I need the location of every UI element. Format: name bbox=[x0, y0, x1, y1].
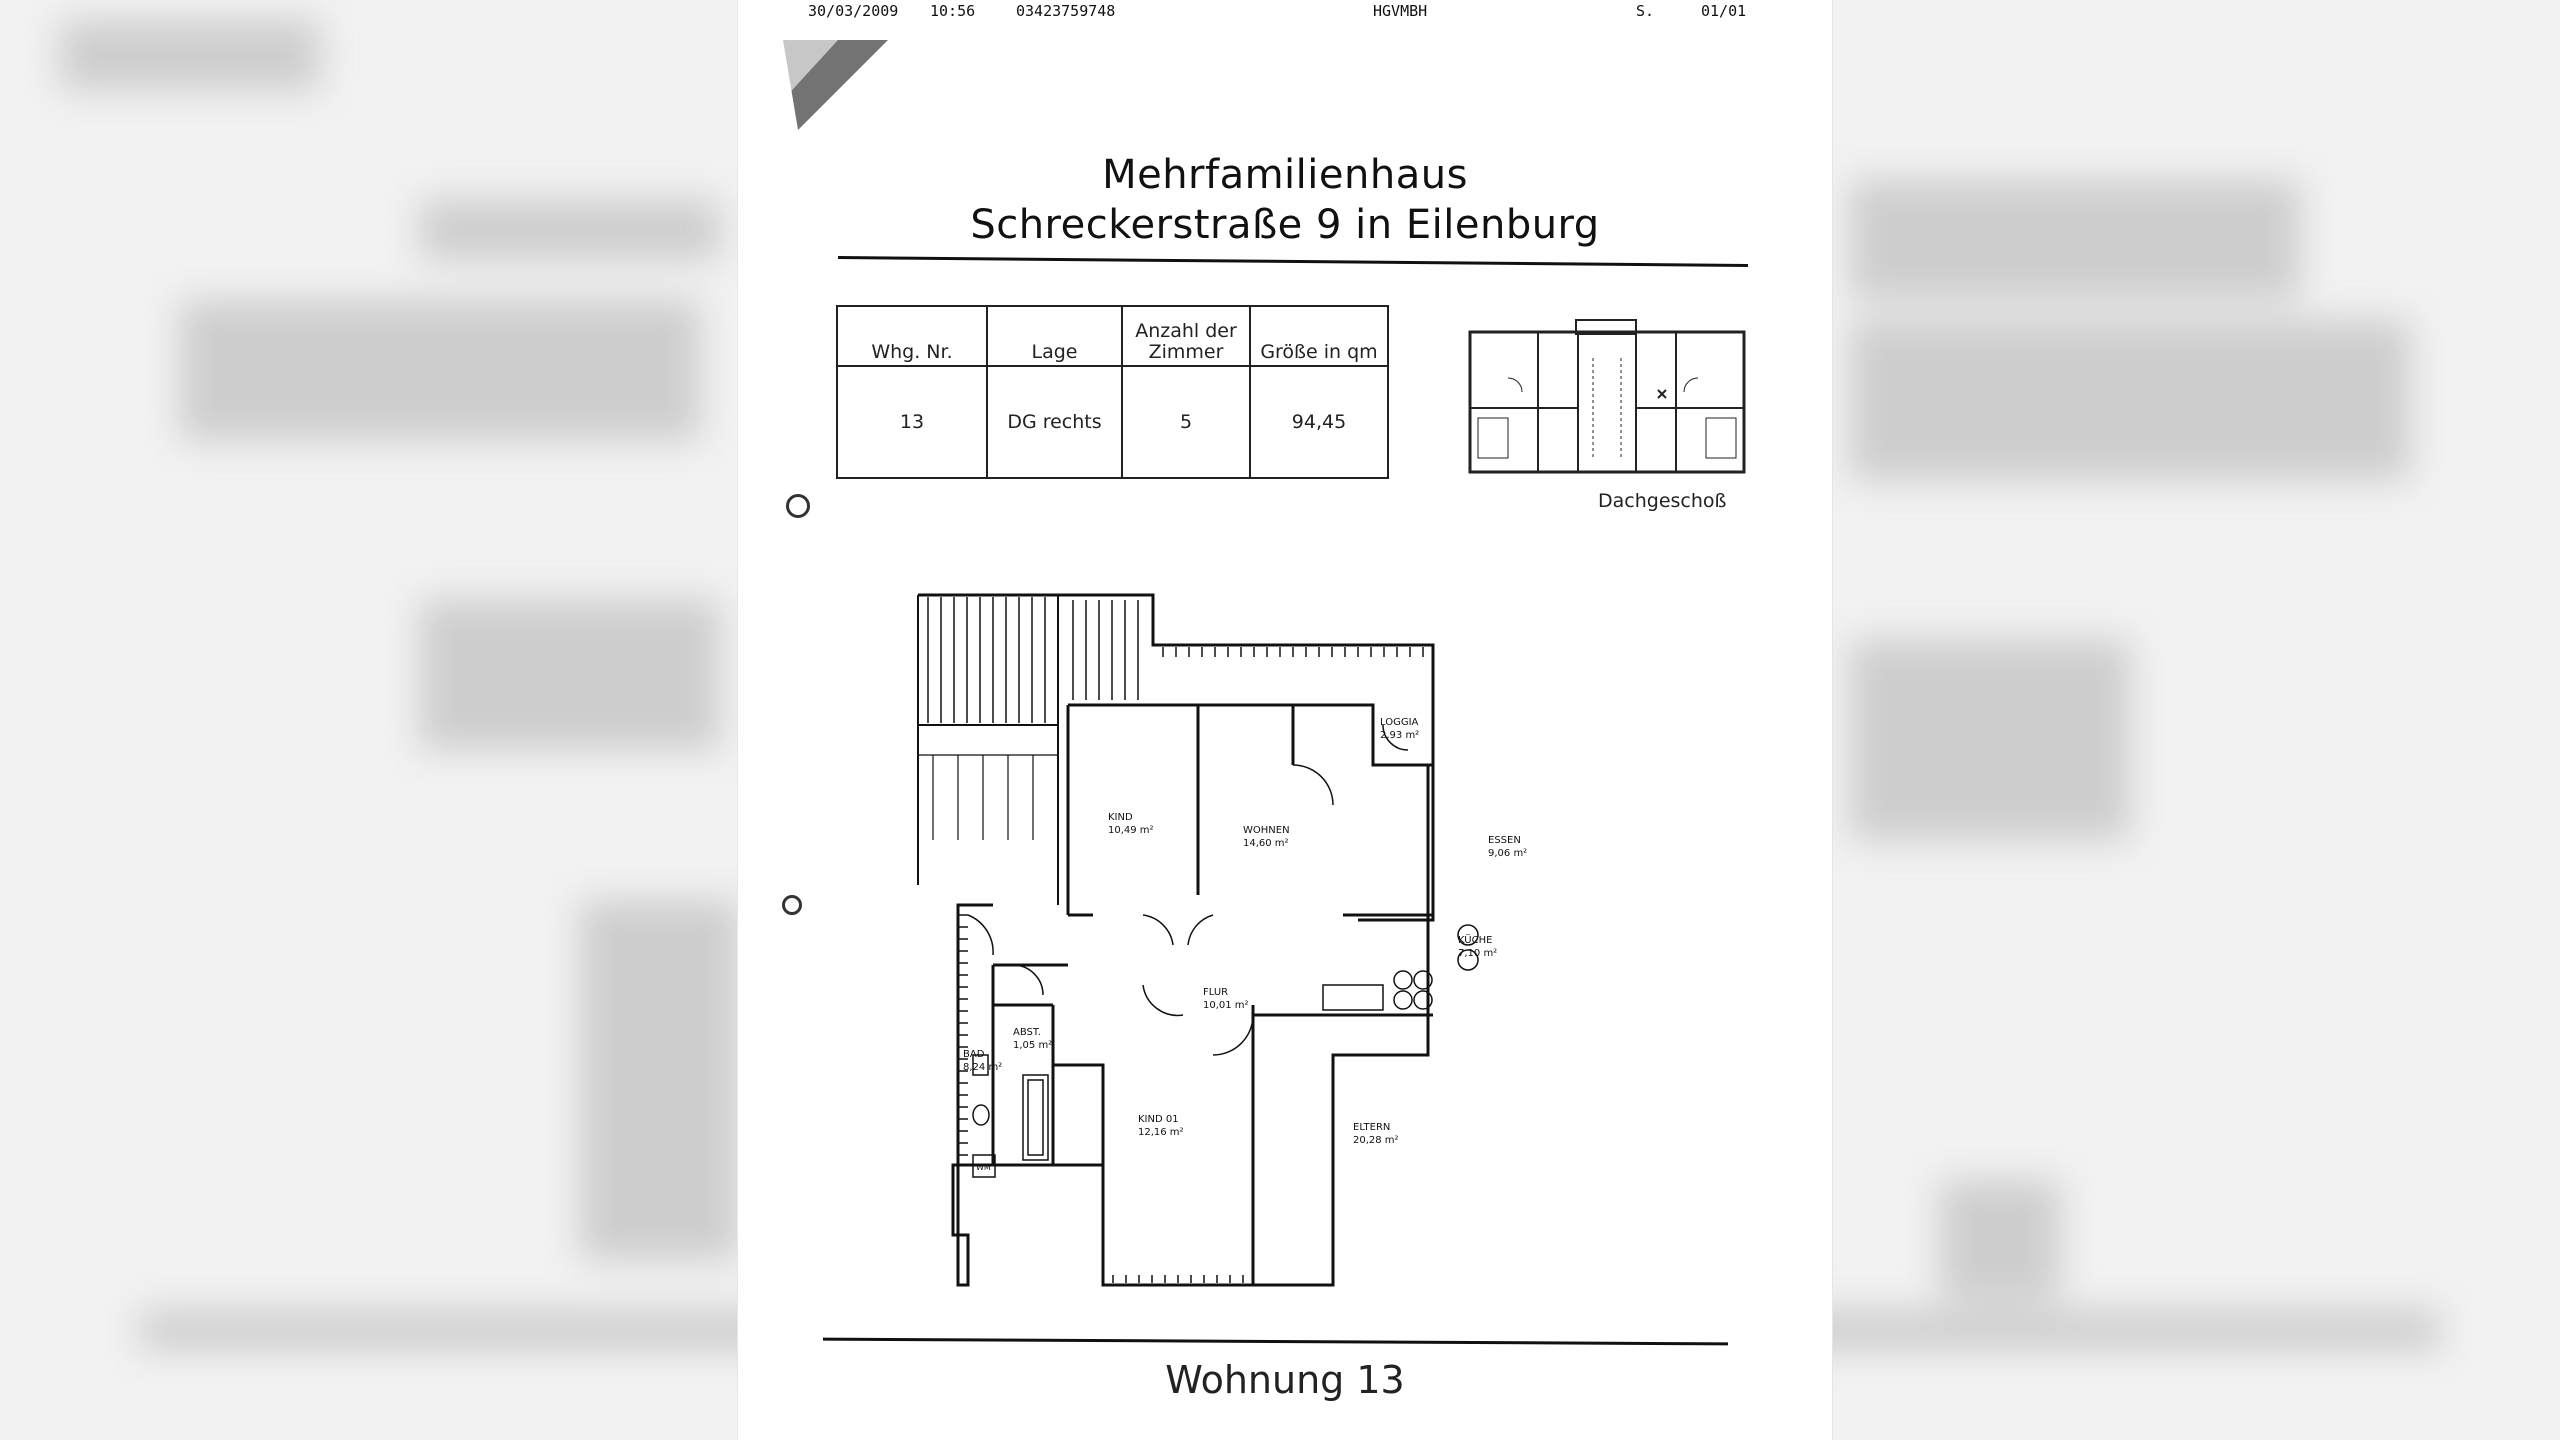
floor-label: Dachgeschoß bbox=[1598, 490, 1727, 512]
header-zimmer: Anzahl der Zimmer bbox=[1121, 305, 1251, 367]
header-lage: Lage bbox=[986, 305, 1123, 367]
fax-time: 10:56 bbox=[930, 2, 976, 20]
title-line-1: Mehrfamilienhaus bbox=[1102, 152, 1468, 198]
fax-page-label: S. bbox=[1636, 2, 1655, 20]
room-name-flur: FLUR bbox=[1203, 987, 1228, 998]
title-line-2: Schreckerstraße 9 in Eilenburg bbox=[970, 202, 1600, 248]
header-groesse: Größe in qm bbox=[1249, 305, 1389, 367]
room-area-flur: 10,01 m² bbox=[1203, 1000, 1249, 1011]
fax-header: 30/03/2009 10:56 03423759748 HGVMBH S. 0… bbox=[808, 2, 1808, 22]
room-area-essen: 9,06 m² bbox=[1488, 848, 1527, 859]
header-whg-nr: Whg. Nr. bbox=[836, 305, 988, 367]
room-area-bad: 8,24 m² bbox=[963, 1062, 1002, 1073]
fax-sender: HGVMBH bbox=[1373, 2, 1428, 20]
room-area-abst: 1,05 m² bbox=[1013, 1040, 1052, 1051]
cell-lage: DG rechts bbox=[986, 365, 1123, 479]
room-name-bad: BAD bbox=[963, 1049, 985, 1060]
room-name-wohnen: WOHNEN bbox=[1243, 825, 1290, 836]
room-name-abst: ABST. bbox=[1013, 1027, 1041, 1038]
room-name-essen: ESSEN bbox=[1488, 835, 1521, 846]
fax-number: 03423759748 bbox=[1016, 2, 1116, 20]
punch-hole-top bbox=[786, 494, 810, 518]
title-rule bbox=[838, 256, 1748, 267]
room-area-kind-01: 12,16 m² bbox=[1138, 1127, 1184, 1138]
fax-page: 01/01 bbox=[1701, 2, 1747, 20]
room-area-wohnen: 14,60 m² bbox=[1243, 838, 1289, 849]
room-name-eltern: ELTERN bbox=[1353, 1122, 1390, 1133]
apartment-label: Wohnung 13 bbox=[1165, 1358, 1405, 1402]
cell-zimmer: 5 bbox=[1121, 365, 1251, 479]
scan-smudge bbox=[783, 40, 888, 130]
fax-date: 30/03/2009 bbox=[808, 2, 899, 20]
document-title: Mehrfamilienhaus Schreckerstraße 9 in Ei… bbox=[738, 150, 1832, 250]
cell-groesse: 94,45 bbox=[1249, 365, 1389, 479]
cell-whg-nr: 13 bbox=[836, 365, 988, 479]
room-area-loggia: 2,93 m² bbox=[1380, 730, 1419, 741]
room-area-eltern: 20,28 m² bbox=[1353, 1135, 1399, 1146]
scanned-document: 30/03/2009 10:56 03423759748 HGVMBH S. 0… bbox=[738, 0, 1832, 1440]
room-name-kueche: KÜCHE bbox=[1458, 933, 1492, 946]
apartment-table: Whg. Nr. Lage Anzahl der Zimmer Größe in… bbox=[836, 305, 1389, 479]
room-name-loggia: LOGGIA bbox=[1380, 717, 1419, 728]
room-area-kueche: 7,10 m² bbox=[1458, 948, 1497, 959]
room-name-kind: KIND bbox=[1108, 812, 1133, 823]
footer-rule bbox=[822, 1337, 1729, 1346]
washing-machine-label: WM bbox=[976, 1163, 991, 1172]
room-area-kind: 10,49 m² bbox=[1108, 825, 1154, 836]
room-name-kind-01: KIND 01 bbox=[1138, 1114, 1179, 1125]
floor-plan: KIND 10,49 m² WOHNEN 14,60 m² LOGGIA 2,9… bbox=[917, 593, 1527, 1287]
floor-overview-thumbnail bbox=[1468, 319, 1746, 474]
punch-hole-middle bbox=[782, 895, 802, 915]
